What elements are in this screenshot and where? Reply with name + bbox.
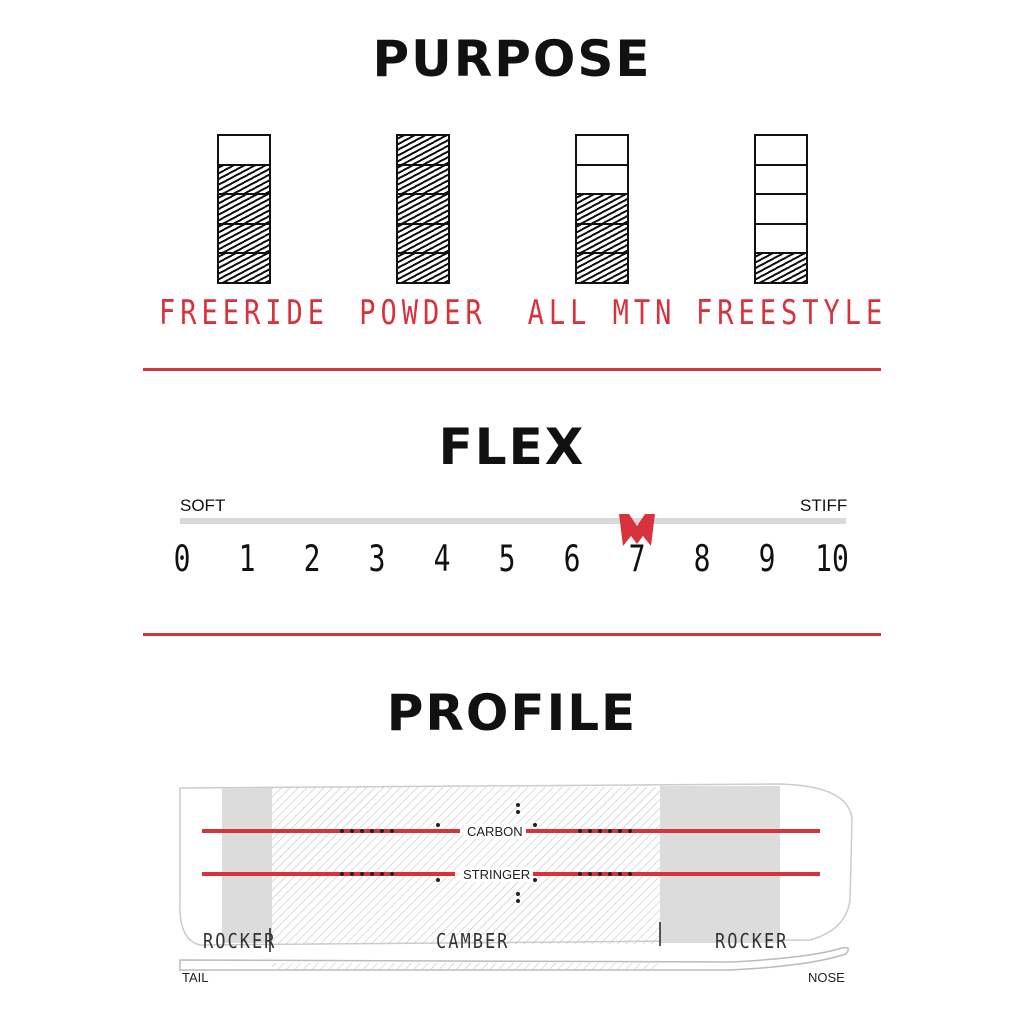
section-divider: [143, 633, 881, 636]
meter-segment-empty: [756, 224, 806, 255]
meter-segment-filled: [577, 224, 627, 255]
flex-stiff-label: STIFF: [800, 496, 848, 515]
meter-segment-filled: [219, 195, 269, 225]
meter-segment-filled: [756, 254, 806, 282]
flex-tick-0: 0: [173, 537, 191, 580]
meter-segment-filled: [577, 254, 627, 282]
flex-tick-8: 8: [693, 537, 711, 580]
profile-title: PROFILE: [386, 684, 638, 742]
powder-label: POWDER: [359, 294, 487, 333]
all-mtn-meter: [575, 134, 629, 284]
meter-segment-filled: [398, 224, 448, 255]
all-mtn-label: ALL MTN: [527, 294, 677, 333]
profile-zone-rocker-tail: ROCKER: [203, 930, 277, 954]
freeride-meter: [217, 134, 271, 284]
meter-segment-filled: [398, 254, 448, 282]
flex-bar: [180, 518, 846, 524]
flex-tick-7: 7: [628, 537, 646, 580]
flex-tick-2: 2: [303, 537, 321, 580]
profile-zone-camber: CAMBER: [436, 930, 510, 954]
flex-title: FLEX: [438, 418, 586, 476]
flex-marker-icon: [619, 514, 655, 546]
flex-tick-1: 1: [238, 537, 256, 580]
carbon-label: CARBON: [464, 824, 526, 839]
meter-segment-empty: [577, 165, 627, 196]
meter-segment-filled: [398, 136, 448, 166]
flex-tick-9: 9: [758, 537, 776, 580]
meter-segment-empty: [219, 136, 269, 166]
board-profile-diagram: [179, 783, 853, 971]
meter-segment-empty: [756, 195, 806, 225]
flex-tick-5: 5: [498, 537, 516, 580]
meter-segment-empty: [756, 136, 806, 166]
flex-tick-6: 6: [563, 537, 581, 580]
tail-label: TAIL: [182, 970, 209, 985]
purpose-title: PURPOSE: [372, 30, 652, 88]
powder-meter: [396, 134, 450, 284]
freestyle-meter: [754, 134, 808, 284]
section-divider: [143, 368, 881, 371]
flex-tick-4: 4: [433, 537, 451, 580]
flex-tick-10: 10: [815, 537, 849, 580]
meter-segment-filled: [577, 195, 627, 225]
profile-zone-rocker-nose: ROCKER: [715, 930, 789, 954]
stringer-label: STRINGER: [460, 867, 534, 882]
freeride-label: FREERIDE: [159, 294, 330, 333]
flex-soft-label: SOFT: [180, 496, 226, 515]
flex-tick-3: 3: [368, 537, 386, 580]
meter-segment-empty: [756, 165, 806, 196]
meter-segment-empty: [577, 136, 627, 166]
freestyle-label: FREESTYLE: [696, 294, 888, 333]
nose-label: NOSE: [808, 970, 845, 985]
meter-segment-filled: [219, 254, 269, 282]
meter-segment-filled: [219, 165, 269, 196]
meter-segment-filled: [398, 165, 448, 196]
meter-segment-filled: [398, 195, 448, 225]
meter-segment-filled: [219, 224, 269, 255]
